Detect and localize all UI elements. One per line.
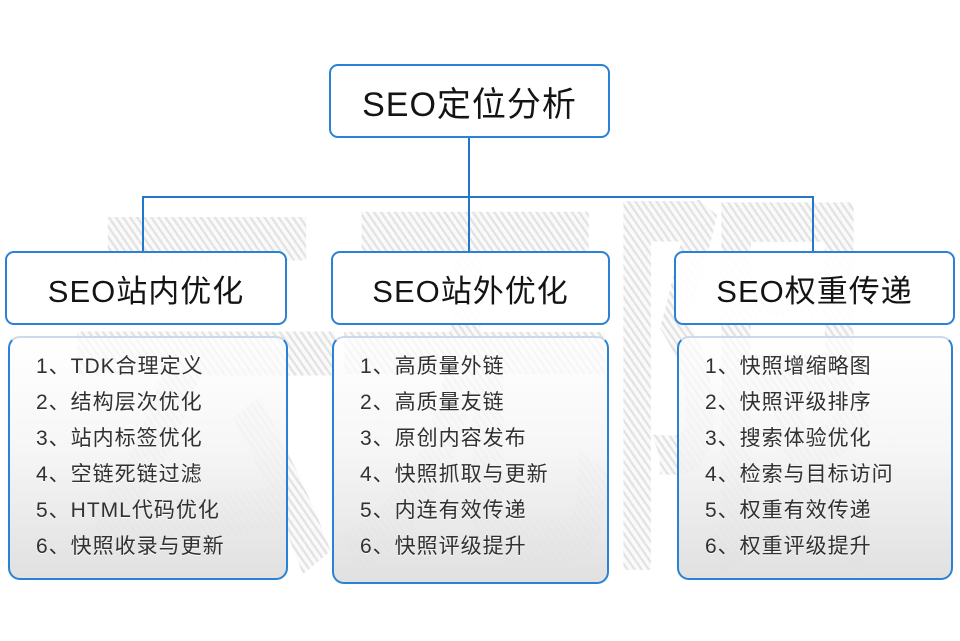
column-header-weight-title: SEO权重传递 [716, 273, 913, 309]
connector-root-stem [468, 137, 470, 197]
list-item: 6、权重评级提升 [705, 535, 872, 558]
root-node-title: SEO定位分析 [362, 85, 577, 124]
connector-left-drop [142, 196, 144, 252]
panel-offsite-list: 1、高质量外链 2、高质量友链 3、原创内容发布 4、快照抓取与更新 5、内连有… [360, 349, 607, 565]
list-item: 3、站内标签优化 [36, 427, 203, 450]
list-item: 4、检索与目标访问 [705, 463, 894, 486]
connector-middle-drop [468, 196, 470, 252]
list-item: 3、原创内容发布 [360, 427, 527, 450]
column-header-onsite-title: SEO站内优化 [47, 273, 245, 309]
list-item: 4、快照抓取与更新 [360, 463, 549, 486]
list-item: 5、HTML代码优化 [36, 499, 220, 522]
list-item: 3、搜索体验优化 [705, 427, 872, 450]
column-header-offsite: SEO站外优化 [331, 251, 610, 325]
column-header-weight: SEO权重传递 [674, 251, 955, 325]
list-item: 1、高质量外链 [360, 355, 505, 378]
list-item: 6、快照评级提升 [360, 535, 527, 558]
list-item: 6、快照收录与更新 [36, 535, 225, 558]
list-item: 2、高质量友链 [360, 391, 505, 414]
list-item: 1、TDK合理定义 [36, 355, 204, 378]
panel-onsite: 1、TDK合理定义 2、结构层次优化 3、站内标签优化 4、空链死链过滤 5、H… [8, 336, 288, 580]
root-node: SEO定位分析 [329, 64, 610, 138]
connector-right-drop [812, 196, 814, 252]
panel-weight: 1、快照增缩略图 2、快照评级排序 3、搜索体验优化 4、检索与目标访问 5、权… [677, 336, 953, 580]
panel-onsite-list: 1、TDK合理定义 2、结构层次优化 3、站内标签优化 4、空链死链过滤 5、H… [36, 349, 286, 565]
panel-offsite: 1、高质量外链 2、高质量友链 3、原创内容发布 4、快照抓取与更新 5、内连有… [332, 336, 609, 584]
list-item: 4、空链死链过滤 [36, 463, 203, 486]
list-item: 2、结构层次优化 [36, 391, 203, 414]
list-item: 5、权重有效传递 [705, 499, 872, 522]
column-header-onsite: SEO站内优化 [5, 251, 287, 325]
connector-horizontal-bar [142, 196, 814, 198]
panel-weight-list: 1、快照增缩略图 2、快照评级排序 3、搜索体验优化 4、检索与目标访问 5、权… [705, 349, 951, 565]
column-header-offsite-title: SEO站外优化 [372, 273, 569, 309]
list-item: 2、快照评级排序 [705, 391, 872, 414]
list-item: 5、内连有效传递 [360, 499, 527, 522]
list-item: 1、快照增缩略图 [705, 355, 872, 378]
